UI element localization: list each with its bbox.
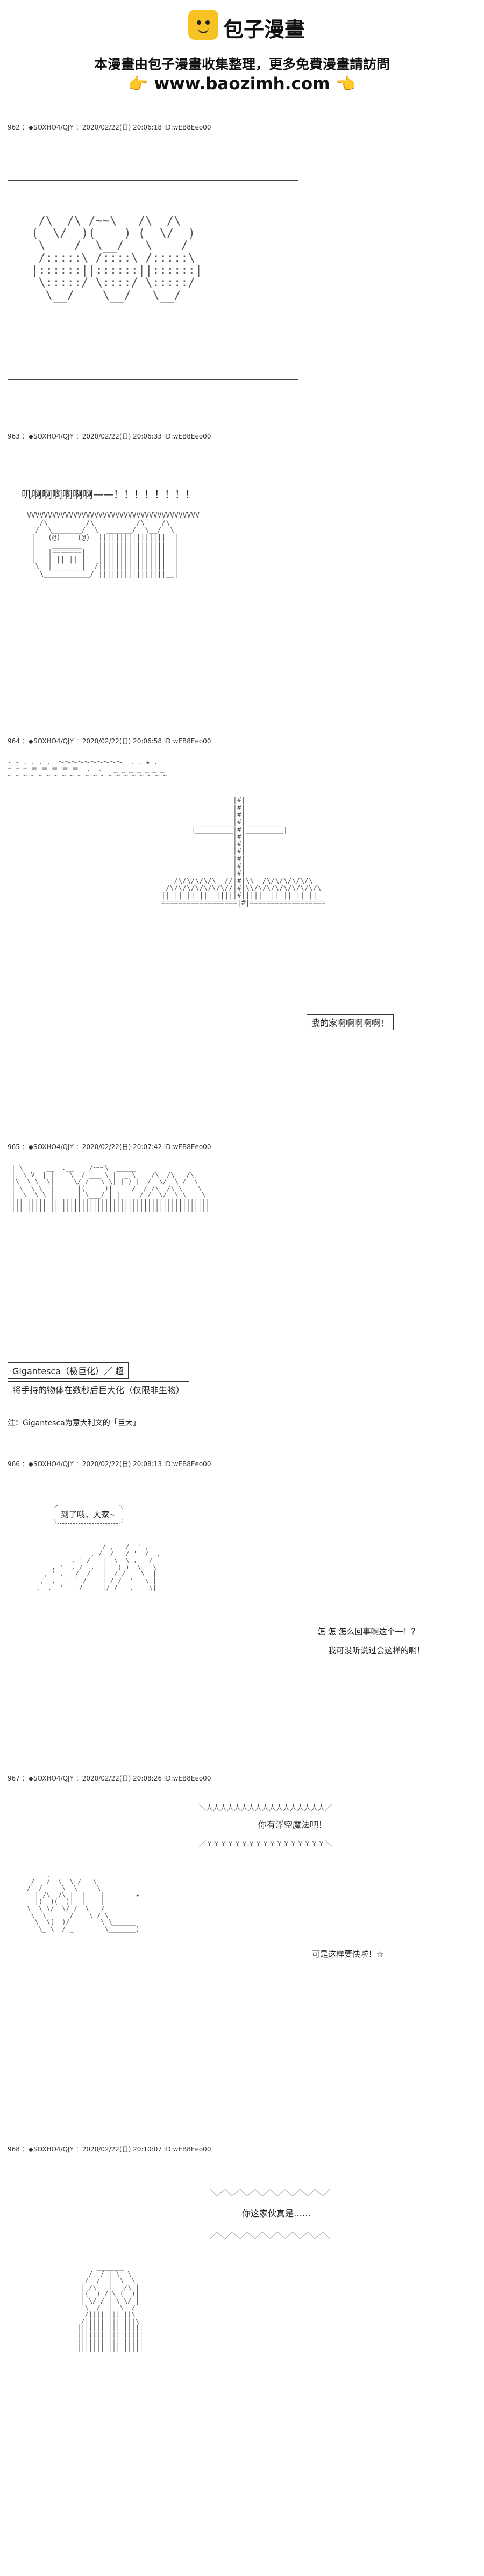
shout-text: 叽啊啊啊啊啊啊——！！！！！！！！: [22, 489, 196, 500]
speech-text: 可是这样要快啦！☆: [312, 1949, 384, 1959]
ascii-art-skyline: - - . . . , ～～～～～～～～～～ . . ★ . = = = ＝ ＝…: [8, 758, 167, 780]
speech-box: 我的家啊啊啊啊啊！: [307, 1014, 394, 1030]
site-notice: 本漫畫由包子漫畫收集整理，更多免費漫畫請訪問: [94, 56, 390, 72]
ascii-art-tower: |#| |#| |#| _________|#|_________ |_____…: [161, 797, 326, 907]
site-url-line[interactable]: 👉 www.baozimh.com 👈: [0, 74, 484, 94]
skill-desc-box: 将手持的物体在数秒后巨大化（仅限非生物）: [8, 1381, 190, 1397]
shout-text: 你有浮空魔法吧！: [258, 1820, 328, 1830]
ascii-art-flying-figure: __, __ __ / / \ \ / \ / / \ \ \ | | /\ /…: [23, 1871, 140, 1933]
translator-note: 注：Gigantesca为意大利文的「巨大」: [8, 1419, 140, 1427]
shout-frame-top: ＼人人人人人人人人人人人人人人人人人／: [199, 1804, 332, 1812]
skill-name-box: Gigantesca（极巨化）／ 超: [8, 1362, 129, 1379]
site-url-link[interactable]: www.baozimh.com: [154, 74, 330, 94]
shout-frame-top: ＼／＼／＼／＼／＼／＼／＼／＼／: [210, 2189, 330, 2198]
ascii-art-walking-figures: / , / ' , , / / / ' / , , ' / | \ \ , / …: [36, 1543, 161, 1591]
ascii-art-screaming-face: VVVVVVVVVVVVVVVVVVVVVVVVVVVVVVVVVVVVVVVV…: [27, 512, 200, 579]
post-header-964: 964 ：◆SOXHO4/QJY ：2020/02/22(日) 20:06:58…: [8, 737, 211, 745]
shout-frame-bottom: ／ＹＹＹＹＹＹＹＹＹＹＹＹＹＹＹＹＹ＼: [199, 1840, 332, 1848]
post-header-968: 968 ：◆SOXHO4/QJY ：2020/02/22(日) 20:10:07…: [8, 2146, 211, 2153]
baozi-logo-icon: [188, 10, 218, 40]
shout-frame-bottom: ／＼／＼／＼／＼／＼／＼／＼／＼: [210, 2232, 330, 2241]
ascii-art-figure-bust: _______ / / | \ \ / / | \ \ | /\ | /\ | …: [77, 2263, 144, 2352]
post-header-966: 966 ：◆SOXHO4/QJY ：2020/02/22(日) 20:08:13…: [8, 1460, 211, 1468]
pointing-left-icon: 👈: [336, 75, 356, 94]
speech-text: 怎 怎 怎么回事啊这个一！？: [317, 1627, 419, 1637]
post-header-962: 962 ：◆SOXHO4/QJY ：2020/02/22(日) 20:06:18…: [8, 124, 211, 131]
post-header-965: 965 ：◆SOXHO4/QJY ：2020/02/22(日) 20:07:42…: [8, 1143, 211, 1151]
divider: [8, 379, 298, 380]
post-header-963: 963 ：◆SOXHO4/QJY ：2020/02/22(日) 20:06:33…: [8, 433, 211, 440]
divider: [8, 180, 298, 181]
ascii-art-scribble: /\ /\ /~~\ /\ /\ ( \/ )( ) ( \/ ) \ / \_…: [31, 214, 203, 303]
ascii-art-giant-scene: | \ __ .__ /~~~\ _____ | \ V | | | \ / _…: [11, 1164, 210, 1212]
shout-text: 你这家伙真是……: [242, 2208, 311, 2219]
pointing-right-icon: 👉: [128, 75, 148, 94]
post-header-967: 967 ：◆SOXHO4/QJY ：2020/02/22(日) 20:08:26…: [8, 1775, 211, 1782]
speech-bubble: 到了哦，大家~: [54, 1505, 123, 1524]
site-banner: 包子漫畫 本漫畫由包子漫畫收集整理，更多免費漫畫請訪問 👉 www.baozim…: [0, 0, 484, 107]
site-title: 包子漫畫: [223, 18, 305, 41]
speech-text: 我可没听说过会这样的啊！: [328, 1646, 425, 1655]
